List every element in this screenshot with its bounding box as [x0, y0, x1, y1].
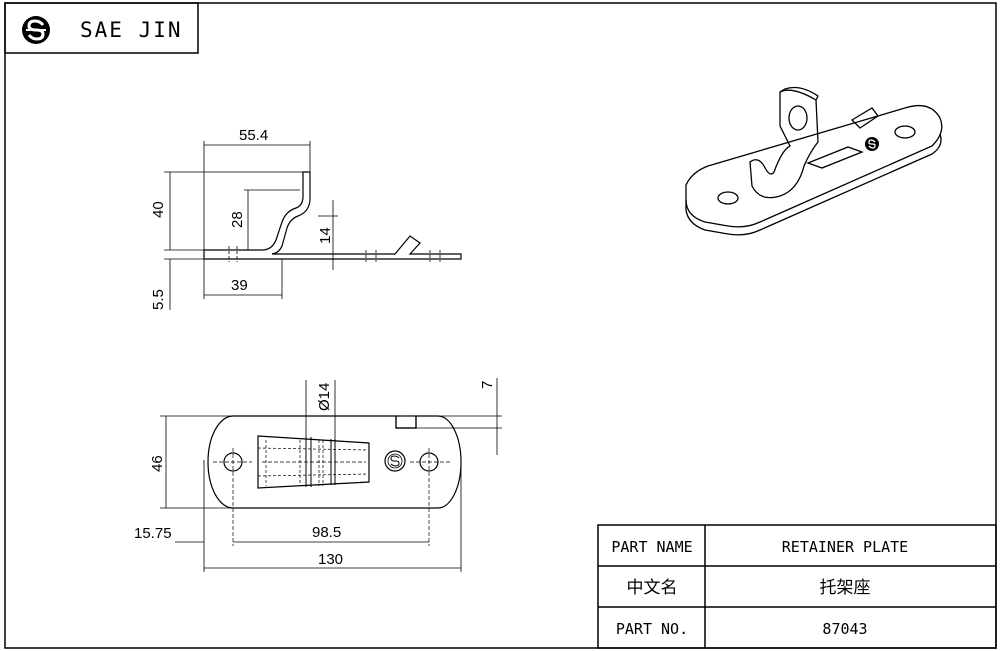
mount-hole-left	[223, 452, 243, 472]
side-view	[164, 141, 462, 310]
chinese-name-value: 托架座	[820, 578, 871, 598]
top-view-dimension-labels: 46 Ø14 7 15.75 98.5 130	[134, 381, 496, 568]
dim-base-length: 39	[231, 277, 248, 294]
dim-height: 40	[150, 201, 167, 218]
part-name-label: PART NAME	[611, 538, 692, 556]
dim-step-height: 14	[317, 227, 334, 244]
plate-logo-icon	[384, 450, 406, 472]
dim-hole-diameter: Ø14	[316, 383, 333, 411]
dim-hole-spacing: 98.5	[312, 524, 341, 541]
brand-name: SAE JIN	[80, 18, 183, 42]
title-block-text: PART NAME RETAINER PLATE 中文名 托架座 PART NO…	[611, 538, 908, 638]
bracket-body	[257, 435, 370, 489]
dim-bend-height: 28	[229, 211, 246, 228]
brand-header: SAE JIN	[4, 2, 199, 54]
top-view-tab	[395, 415, 417, 429]
isometric-view	[685, 86, 943, 236]
top-view	[160, 378, 502, 572]
top-view-outline	[207, 415, 462, 509]
dim-overall-length: 55.4	[239, 127, 268, 144]
sheet-border	[4, 2, 997, 649]
dim-width: 46	[149, 455, 166, 472]
dim-edge-offset: 15.75	[134, 525, 172, 542]
part-no-label: PART NO.	[616, 620, 688, 638]
side-view-dimension-labels: 55.4 40 28 14 5.5 39	[150, 127, 334, 310]
dim-thickness: 5.5	[150, 289, 167, 310]
iso-logo-icon	[865, 137, 879, 151]
side-view-profile	[203, 171, 462, 260]
dim-overall-length-top: 130	[318, 551, 343, 568]
part-name-value: RETAINER PLATE	[782, 538, 908, 556]
title-block	[597, 524, 997, 649]
part-no-value: 87043	[822, 620, 867, 638]
sae-jin-logo-icon	[22, 16, 50, 44]
chinese-name-label: 中文名	[627, 578, 678, 598]
dim-tab-offset: 7	[479, 381, 496, 389]
